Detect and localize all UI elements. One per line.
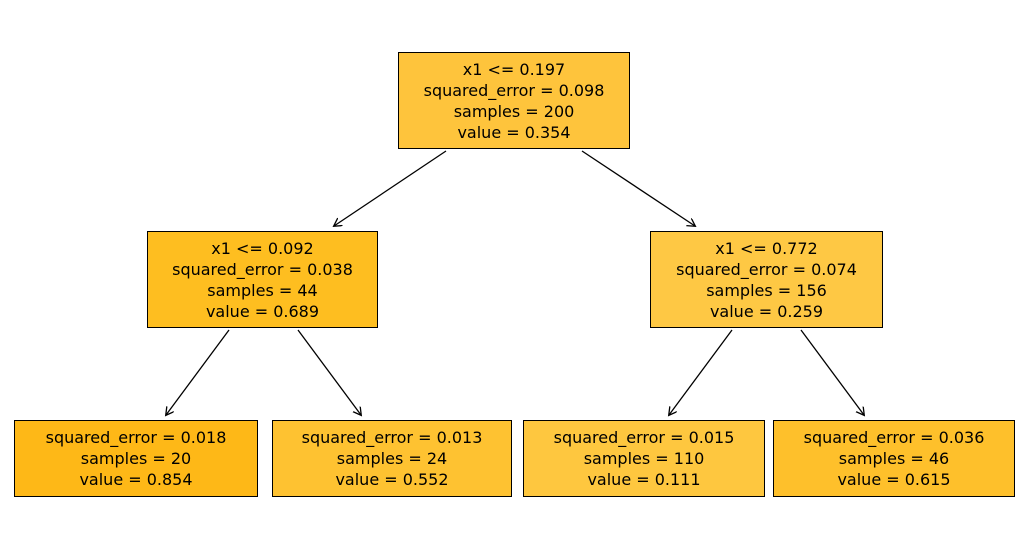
tree-node-left-internal: x1 <= 0.092 squared_error = 0.038 sample… [147,231,378,328]
node-samples: samples = 44 [207,280,318,300]
node-squared-error: squared_error = 0.015 [553,428,735,447]
node-squared-error: squared_error = 0.013 [301,428,483,447]
tree-node-leaf-1: squared_error = 0.018 samples = 20 value… [14,420,258,497]
node-samples: samples = 156 [706,280,827,300]
edge-left-to-leaf1 [166,329,230,415]
edge-right-to-leaf4 [800,329,864,415]
node-value: value = 0.615 [837,470,951,489]
node-samples: samples = 20 [80,449,192,468]
node-value: value = 0.552 [335,470,449,489]
node-squared-error: squared_error = 0.074 [676,259,857,279]
node-value: value = 0.111 [587,470,701,489]
node-squared-error: squared_error = 0.018 [45,428,227,447]
node-squared-error: squared_error = 0.038 [172,259,353,279]
node-value: value = 0.854 [79,470,193,489]
node-samples: samples = 46 [838,449,950,468]
tree-node-leaf-3: squared_error = 0.015 samples = 110 valu… [523,420,765,497]
node-samples: samples = 24 [336,449,448,468]
node-value: value = 0.689 [205,301,320,321]
node-squared-error: squared_error = 0.036 [803,428,985,447]
tree-node-leaf-4: squared_error = 0.036 samples = 46 value… [773,420,1015,497]
tree-node-right-internal: x1 <= 0.772 squared_error = 0.074 sample… [650,231,883,328]
node-split-condition: x1 <= 0.772 [715,238,818,258]
node-samples: samples = 110 [583,449,705,468]
tree-node-leaf-2: squared_error = 0.013 samples = 24 value… [272,420,512,497]
node-value: value = 0.259 [709,301,824,321]
edge-right-to-leaf3 [669,329,733,415]
node-squared-error: squared_error = 0.098 [423,80,605,100]
tree-node-root: x1 <= 0.197 squared_error = 0.098 sample… [398,52,630,149]
node-samples: samples = 200 [453,101,575,121]
edge-left-to-leaf2 [297,329,361,415]
edge-root-to-right [581,150,695,226]
node-split-condition: x1 <= 0.197 [462,59,566,79]
node-split-condition: x1 <= 0.092 [211,238,314,258]
edge-root-to-left [334,150,447,226]
node-value: value = 0.354 [457,122,571,142]
